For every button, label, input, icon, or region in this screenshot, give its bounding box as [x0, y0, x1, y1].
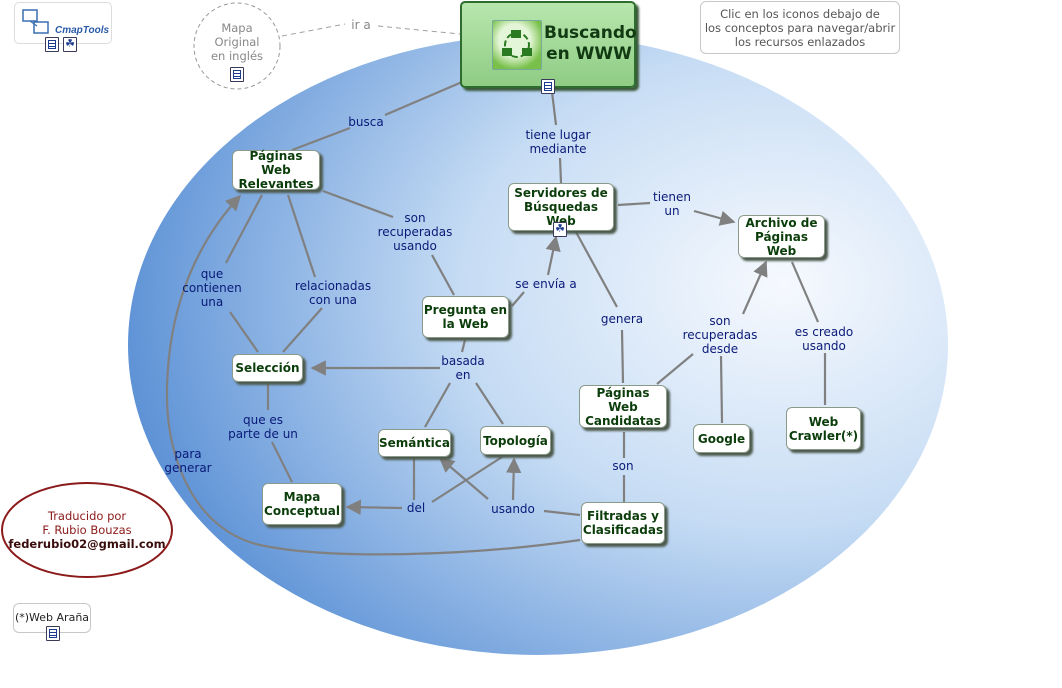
credit-line2: F. Rubio Bouzas [42, 523, 132, 537]
link-tienen-un: tienen un [652, 190, 692, 218]
concept-candidatas[interactable]: Páginas Web Candidatas [579, 385, 667, 428]
line-filtradas-usando [543, 509, 581, 517]
concept-pregunta[interactable]: Pregunta en la Web [422, 296, 509, 338]
line-sonrec-pregunta [431, 254, 455, 296]
link-que-contienen: que contienen una [182, 267, 242, 309]
cmaptools-logo-icon [22, 9, 49, 34]
line-sonrecd-archivo [741, 260, 768, 315]
link-tiene-lugar: tiene lugar mediante [525, 128, 591, 156]
footnote-web-arana: (*)Web Araña [13, 603, 91, 633]
line-basada-semantica [424, 382, 451, 428]
link-para-generar: para generar [164, 447, 212, 475]
original-map-doc-icon[interactable] [230, 67, 244, 82]
link-es-creado: es creado usando [794, 325, 854, 353]
link-busca: busca [348, 115, 384, 129]
logo-doc-icon[interactable] [45, 37, 59, 52]
line-root-busca [384, 80, 463, 117]
line-servidores-genera [575, 231, 618, 308]
concept-mapa-conceptual[interactable]: Mapa Conceptual [262, 483, 342, 525]
link-usando: usando [491, 502, 535, 516]
concept-google[interactable]: Google [693, 424, 750, 453]
credit-line1: Traducido por [47, 509, 127, 523]
line-del-mapa [345, 499, 403, 515]
line-basada-topologia [475, 382, 504, 425]
servidores-network-icon[interactable] [553, 222, 567, 237]
line-candidatas-sonrecd [656, 353, 694, 385]
line-archivo-escreado [790, 261, 820, 323]
line-genera-candidatas [620, 329, 625, 384]
footnote-doc-icon[interactable] [46, 626, 60, 641]
line-busca-relevantes [291, 126, 351, 152]
root-image [492, 20, 542, 70]
concept-paginas-relevantes[interactable]: Páginas Web Relevantes [232, 149, 320, 191]
link-se-envia-a: se envía a [515, 277, 577, 291]
line-ir-a-2 [377, 25, 461, 35]
line-pregunta-seenvia [511, 291, 525, 307]
line-relac-seleccion [282, 307, 323, 353]
concept-seleccion[interactable]: Selección [232, 354, 303, 382]
logo-network-icon[interactable] [63, 37, 77, 52]
link-genera: genera [600, 312, 644, 326]
line-servidores-tienen [617, 201, 651, 207]
concept-archivo[interactable]: Archivo de Páginas Web [738, 215, 825, 258]
concept-semantica[interactable]: Semántica [378, 429, 451, 457]
cmaptools-logo-text: CmapTools [55, 25, 110, 36]
line-quecont-seleccion [229, 311, 259, 353]
line-filtradas-paragenerar [165, 194, 581, 556]
line-quees-mapa [271, 441, 293, 483]
root-concept-node[interactable]: Buscando en WWW [460, 1, 637, 88]
original-map-text[interactable]: Mapa Original en inglés [210, 21, 264, 63]
concept-crawler[interactable]: Web Crawler(*) [786, 407, 861, 450]
line-root-tiene [550, 91, 558, 126]
link-que-es-parte: que es parte de un [228, 413, 298, 441]
line-google-sonrecd [719, 355, 724, 424]
credit-oval [1, 482, 173, 578]
line-pregunta-basada [460, 339, 467, 353]
credit-email[interactable]: federubio02@gmail.com [8, 537, 166, 551]
link-ir-a: ir a [351, 18, 371, 32]
link-del: del [406, 501, 426, 515]
link-basada-en: basada en [441, 354, 485, 382]
credit-text: Traducido por F. Rubio Bouzas federubio0… [2, 509, 172, 551]
original-map-bubble[interactable] [193, 2, 281, 90]
root-title: Buscando en WWW [544, 23, 637, 64]
line-relevantes-relac [286, 194, 317, 278]
line-usando-semantica [438, 456, 489, 500]
line-topologia-del [431, 456, 503, 503]
line-usando-topologia [505, 457, 522, 501]
line-tiene-servidores [558, 157, 563, 184]
line-relevantes-sonrec [322, 189, 394, 219]
link-son-recuperadas-desde: son recuperadas desde [682, 314, 758, 356]
root-doc-icon[interactable] [541, 79, 555, 94]
link-son-recuperadas-usando: son recuperadas usando [377, 211, 453, 253]
network-icon [502, 30, 532, 58]
link-son: son [612, 459, 634, 473]
line-ir-a [281, 23, 346, 37]
instructions-note: Clic en los iconos debajo de los concept… [700, 1, 900, 54]
line-seenvia-servidores [545, 235, 561, 276]
line-tienen-archivo [693, 209, 736, 226]
concept-topologia[interactable]: Topología [480, 426, 551, 455]
concept-filtradas[interactable]: Filtradas y Clasificadas [581, 502, 665, 544]
link-relacionadas: relacionadas con una [294, 279, 372, 307]
line-relevantes-quecont [225, 194, 263, 264]
